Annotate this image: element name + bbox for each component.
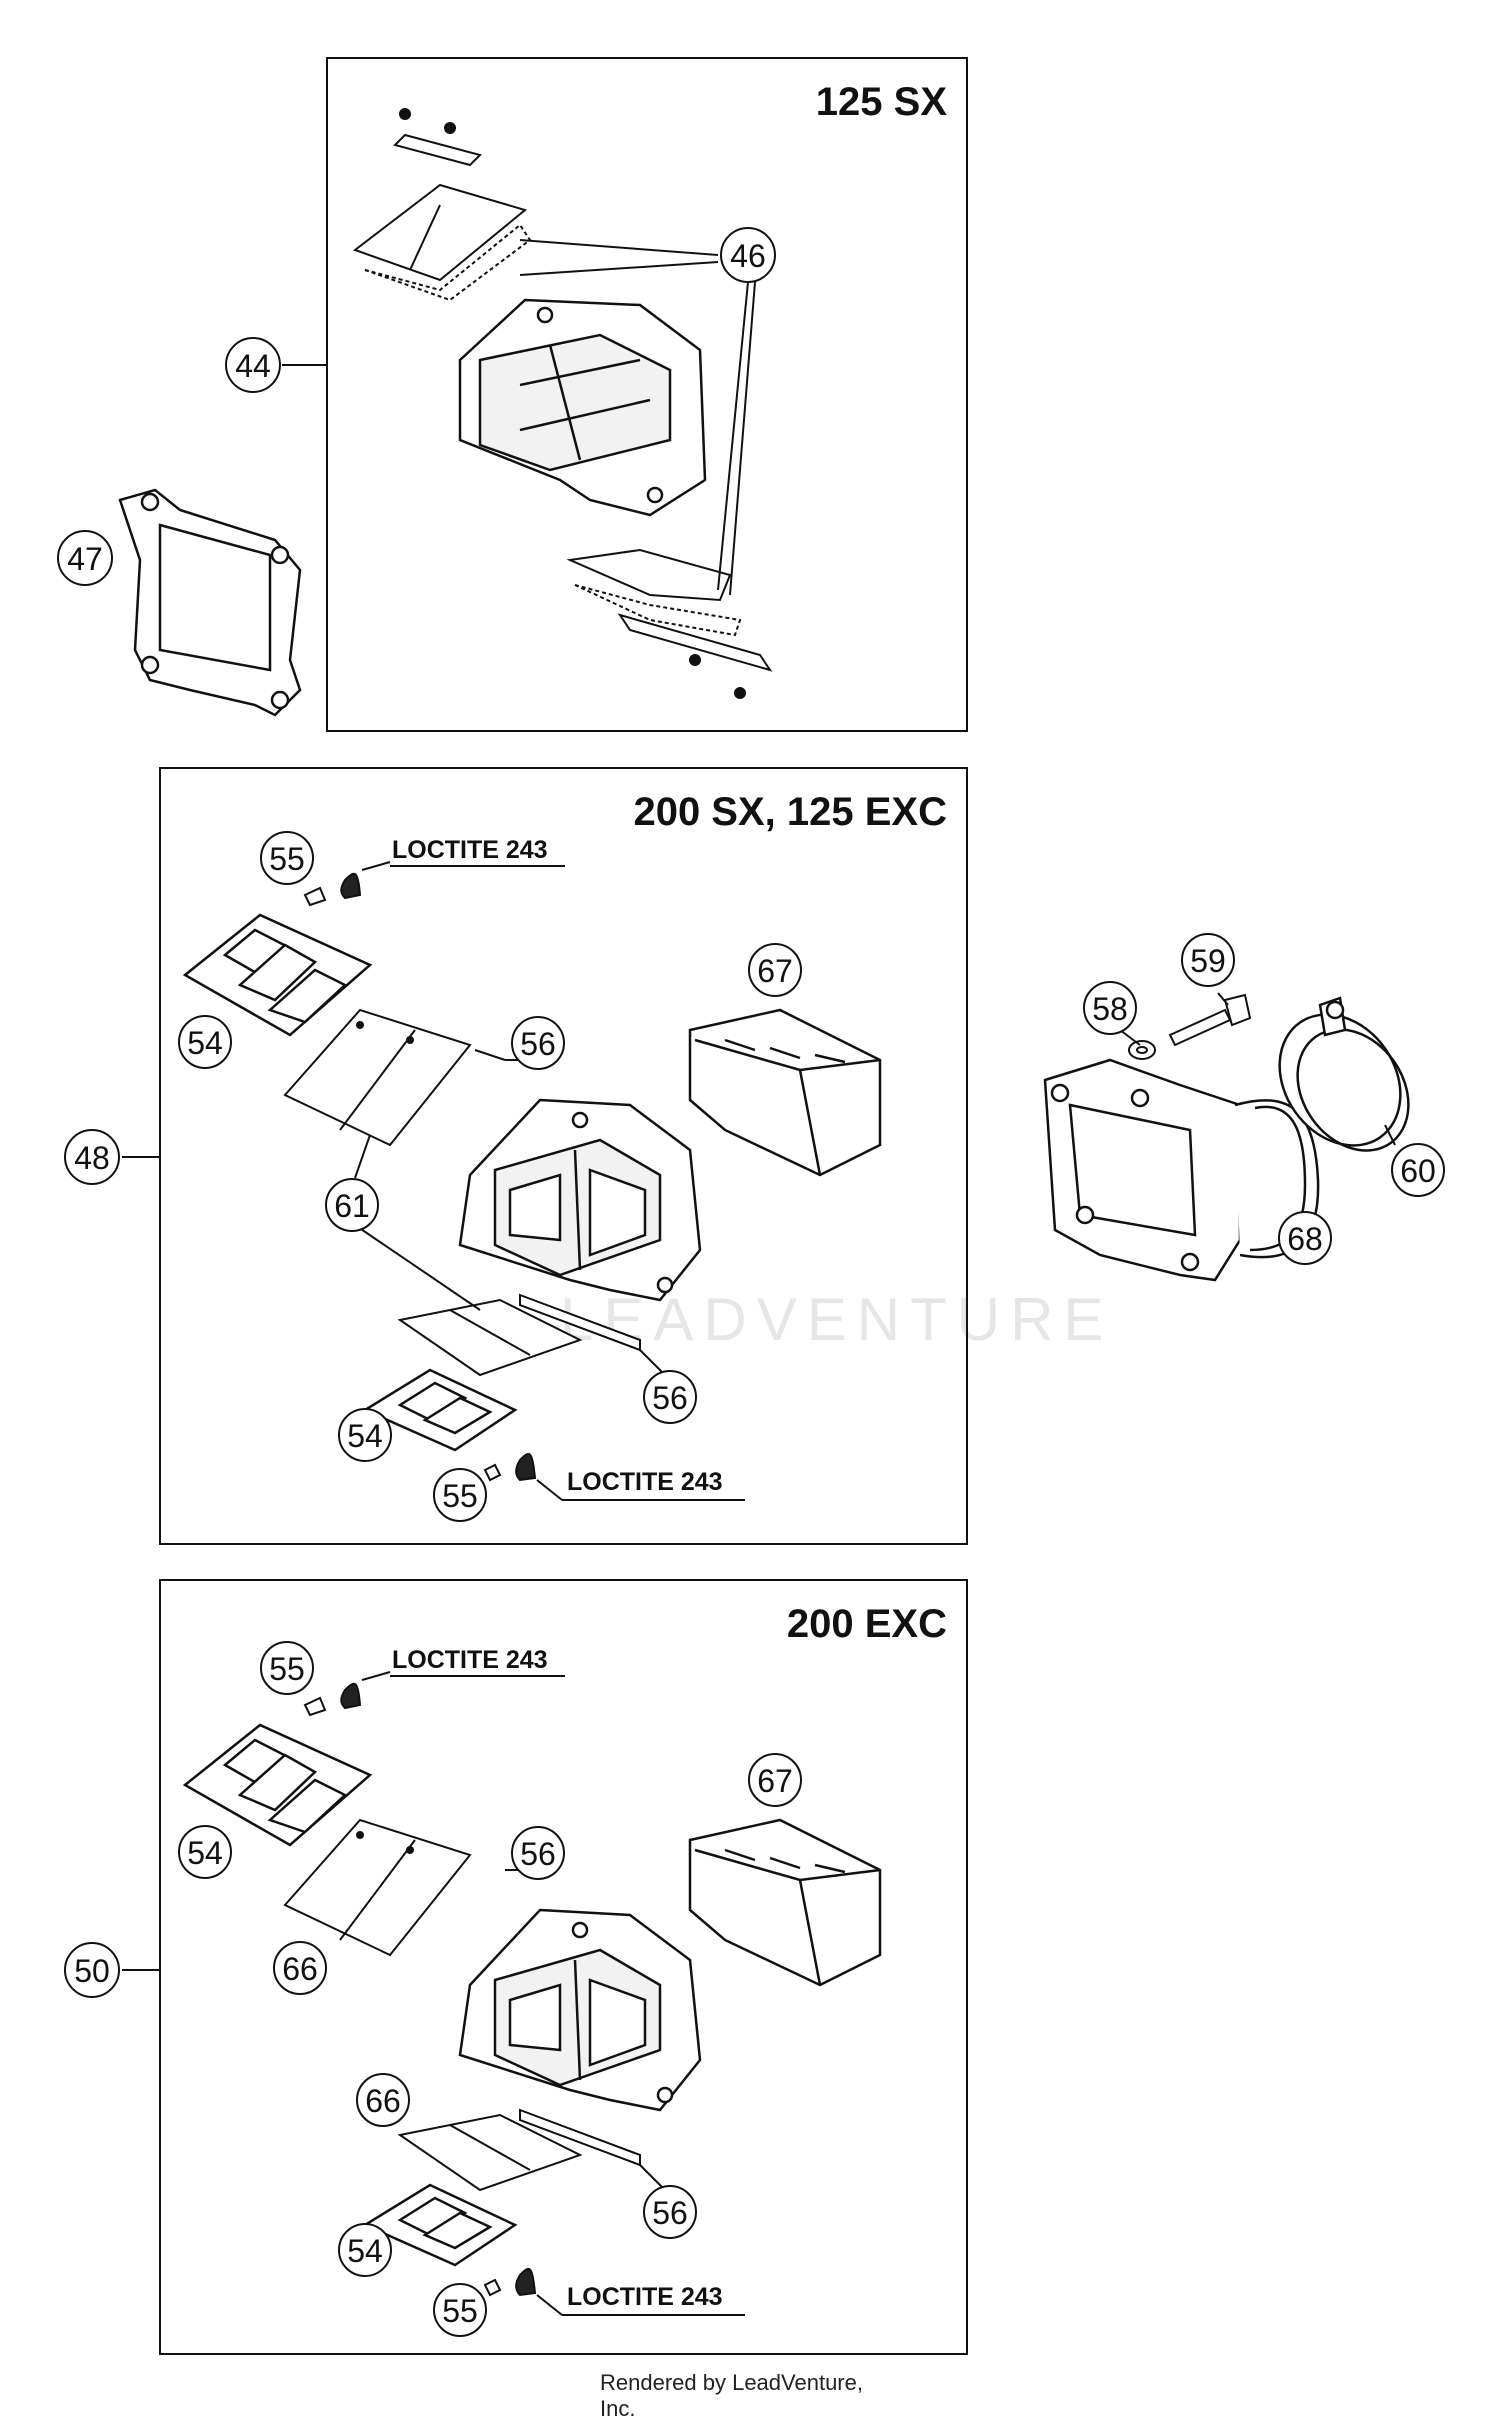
callout-48: 48 bbox=[64, 1129, 120, 1185]
callout-55-label: 55 bbox=[442, 2293, 478, 2329]
reed-cover-bottom bbox=[688, 1818, 882, 1987]
panel-title-middle: 200 SX, 125 EXC bbox=[633, 790, 947, 834]
leaders-top bbox=[282, 239, 756, 596]
reed-stop-plate-top bbox=[393, 108, 482, 167]
reed-petals-lower-top bbox=[566, 548, 773, 699]
callout-66-lower: 66 bbox=[356, 2073, 410, 2127]
callout-56-label: 56 bbox=[520, 1836, 556, 1872]
callout-50: 50 bbox=[64, 1942, 120, 1998]
callout-46-label: 46 bbox=[730, 238, 766, 274]
callout-61-label: 61 bbox=[334, 1188, 370, 1224]
reed-cage-plate-upper-middle bbox=[182, 913, 373, 1037]
flange-bolt bbox=[1168, 993, 1252, 1047]
reed-petal-sheet-bottom bbox=[283, 1818, 472, 1957]
callout-55-lower-middle: 55 bbox=[433, 1468, 487, 1522]
reed-cage-plate-lower-bottom bbox=[362, 2183, 518, 2267]
callout-55-lower-bottom: 55 bbox=[433, 2283, 487, 2337]
callout-56-label: 56 bbox=[652, 1380, 688, 1416]
callout-44-label: 44 bbox=[235, 348, 271, 384]
reed-block-top bbox=[458, 298, 707, 517]
callout-54-upper-middle: 54 bbox=[178, 1015, 232, 1069]
callout-50-label: 50 bbox=[74, 1953, 110, 1989]
callout-55-label: 55 bbox=[269, 841, 305, 877]
callout-67-label: 67 bbox=[757, 953, 793, 989]
reed-petal-sheet bbox=[283, 1008, 506, 1147]
callout-59: 59 bbox=[1181, 933, 1235, 987]
callout-67-bottom: 67 bbox=[748, 1753, 802, 1807]
callout-60-label: 60 bbox=[1400, 1153, 1436, 1189]
callout-55-upper-middle: 55 bbox=[260, 831, 314, 885]
callout-60: 60 bbox=[1391, 1143, 1445, 1197]
callout-47: 47 bbox=[57, 530, 113, 586]
callout-54-label: 54 bbox=[347, 2233, 383, 2269]
callout-68: 68 bbox=[1278, 1211, 1332, 1265]
callout-56-label: 56 bbox=[652, 2195, 688, 2231]
footer-credit: Rendered by LeadVenture, Inc. bbox=[600, 2370, 863, 2421]
panel-frame-top bbox=[326, 57, 968, 732]
intake-gasket bbox=[118, 488, 302, 717]
callout-56-upper-bottom: 56 bbox=[511, 1826, 565, 1880]
callout-54-label: 54 bbox=[347, 1418, 383, 1454]
callout-54-label: 54 bbox=[187, 1025, 223, 1061]
reed-cage-plate-upper-bottom bbox=[182, 1723, 373, 1847]
callout-54-lower-bottom: 54 bbox=[338, 2223, 392, 2277]
screw-upper-bottom bbox=[303, 1671, 565, 1717]
loctite-note-upper-middle: LOCTITE 243 bbox=[392, 836, 548, 864]
loctite-note-lower-middle: LOCTITE 243 bbox=[567, 1468, 723, 1496]
callout-66-label: 66 bbox=[365, 2083, 401, 2119]
callout-56-upper-middle: 56 bbox=[511, 1016, 565, 1070]
reed-block-bottom bbox=[458, 1908, 702, 2112]
hose-clamp bbox=[1278, 996, 1410, 1152]
panel-title-bottom: 200 EXC bbox=[787, 1602, 947, 1646]
callout-56-label: 56 bbox=[520, 1026, 556, 1062]
reed-petal-sheet-lower-bottom bbox=[397, 2108, 641, 2192]
intake-flange-assembly: 58 59 60 68 bbox=[1043, 933, 1445, 1282]
screw-upper-middle bbox=[303, 861, 565, 907]
intake-flange bbox=[1043, 1058, 1320, 1282]
callout-48-label: 48 bbox=[74, 1140, 110, 1176]
callout-58: 58 bbox=[1083, 981, 1137, 1035]
reed-cage-plate-lower-middle bbox=[362, 1368, 518, 1452]
callout-58-label: 58 bbox=[1092, 991, 1128, 1027]
callout-54-lower-middle: 54 bbox=[338, 1408, 392, 1462]
callout-47-label: 47 bbox=[67, 541, 103, 577]
panel-title-top: 125 SX bbox=[816, 80, 948, 124]
reed-cover-middle bbox=[688, 1008, 882, 1177]
callout-55-upper-bottom: 55 bbox=[260, 1641, 314, 1695]
reed-block-middle bbox=[458, 1098, 702, 1302]
panel-200-exc: 200 EXC LOCTITE 243 bbox=[64, 1579, 968, 2355]
screw-lower-bottom bbox=[483, 2267, 745, 2316]
reed-petals-top bbox=[352, 183, 532, 302]
callout-54-upper-bottom: 54 bbox=[178, 1825, 232, 1879]
callout-67-middle: 67 bbox=[748, 943, 802, 997]
reed-petal-sheet-lower bbox=[397, 1293, 641, 1377]
washer bbox=[1128, 1040, 1156, 1060]
callout-56-lower-middle: 56 bbox=[643, 1370, 697, 1424]
loctite-note-lower-bottom: LOCTITE 243 bbox=[567, 2283, 723, 2311]
callout-68-label: 68 bbox=[1287, 1221, 1323, 1257]
loctite-note-upper-bottom: LOCTITE 243 bbox=[392, 1646, 548, 1674]
screw-lower-middle bbox=[483, 1452, 745, 1501]
callout-56-lower-bottom: 56 bbox=[643, 2185, 697, 2239]
panel-frame-bottom bbox=[159, 1579, 968, 2355]
callout-61: 61 bbox=[325, 1178, 379, 1232]
callout-66-upper: 66 bbox=[273, 1941, 327, 1995]
callout-54-label: 54 bbox=[187, 1835, 223, 1871]
callout-46: 46 bbox=[720, 227, 776, 283]
callout-67-label: 67 bbox=[757, 1763, 793, 1799]
panel-125-sx: 125 SX bbox=[225, 57, 968, 732]
callout-55-label: 55 bbox=[269, 1651, 305, 1687]
panel-200-sx-125-exc: 200 SX, 125 EXC LOCTITE 243 bbox=[64, 767, 968, 1545]
callout-55-label: 55 bbox=[442, 1478, 478, 1514]
callout-59-label: 59 bbox=[1190, 943, 1226, 979]
callout-44: 44 bbox=[225, 337, 281, 393]
callout-66-label: 66 bbox=[282, 1951, 318, 1987]
